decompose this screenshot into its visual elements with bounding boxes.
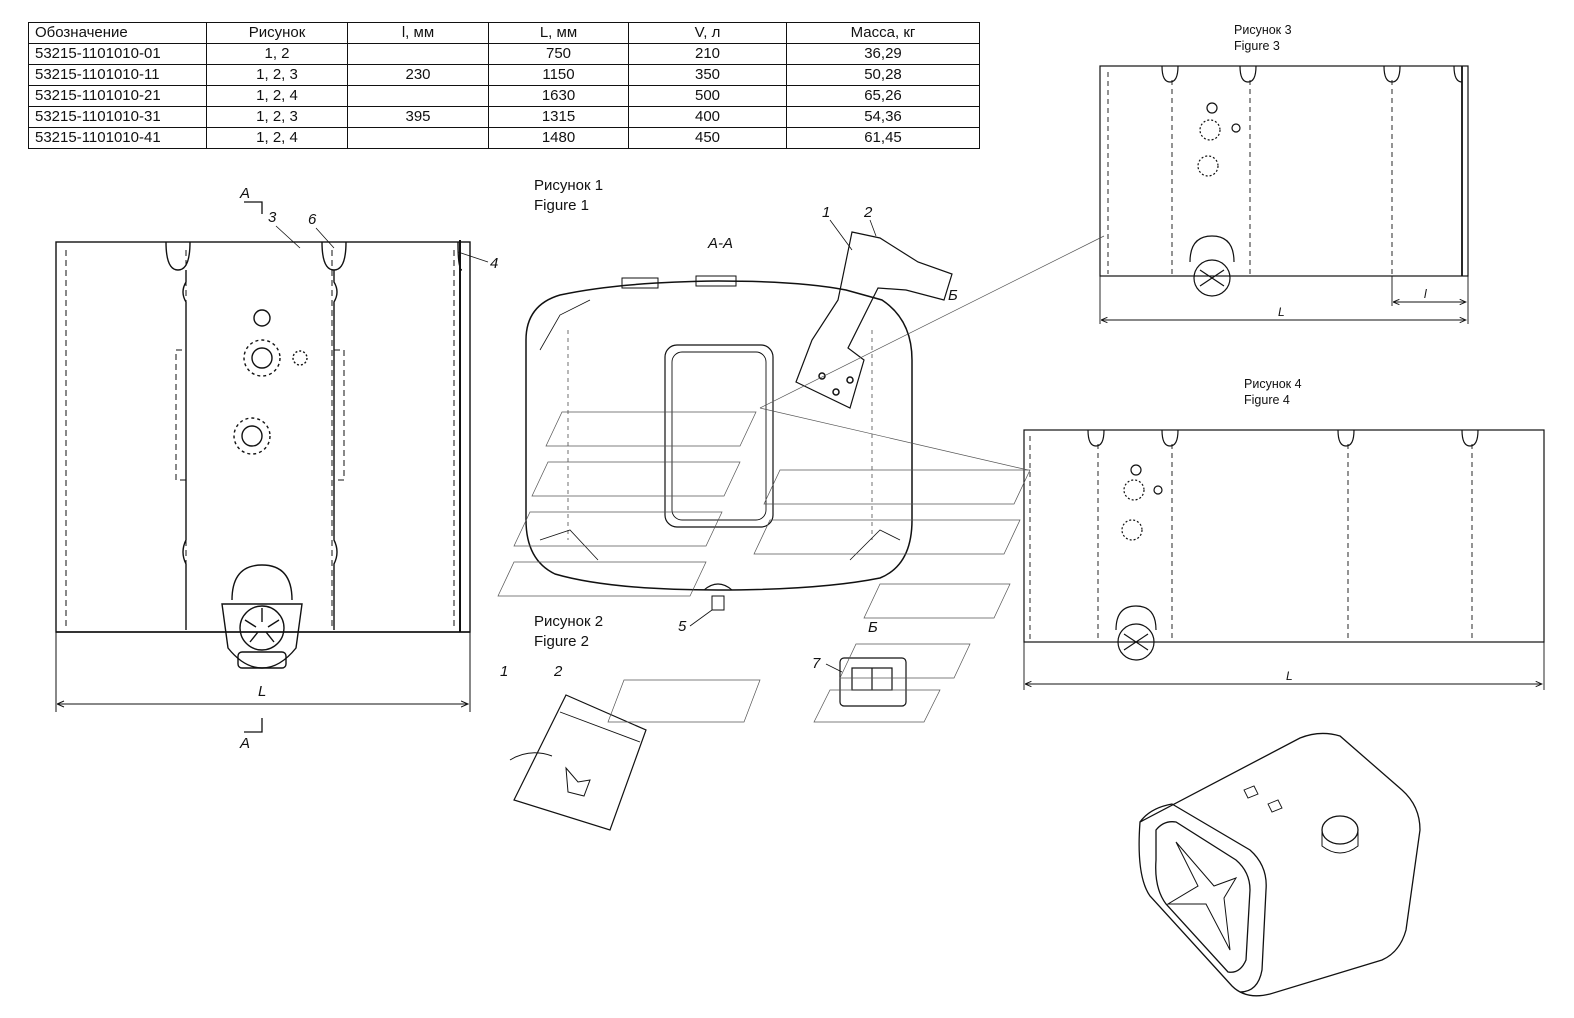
callout-3: 3 xyxy=(268,209,277,226)
cell-mass-kg: 61,45 xyxy=(786,127,980,149)
tank-top-view xyxy=(55,240,471,669)
tank-view-fig3 xyxy=(1099,65,1469,297)
tank-view-fig4 xyxy=(1023,429,1545,661)
section-mark-top: А xyxy=(239,185,250,202)
figure3-caption-en: Figure 3 xyxy=(1234,39,1280,53)
callout-7: 7 xyxy=(812,655,821,672)
table-row: 53215-1101010-21 1, 2, 4 1630 500 65,26 xyxy=(28,85,980,107)
section-title: А-А xyxy=(707,235,733,252)
dimensions-fig3 xyxy=(1099,276,1469,324)
cell-mass-kg: 65,26 xyxy=(786,85,980,107)
leader-lines-section xyxy=(689,219,877,627)
dimension-L-fig4: L xyxy=(1286,669,1293,683)
cell-designation: 53215-1101010-11 xyxy=(28,64,207,86)
cell-length-mm: 1480 xyxy=(488,127,629,149)
callout-5: 5 xyxy=(678,618,687,635)
callout-6: 6 xyxy=(308,211,317,228)
figure4-caption-en: Figure 4 xyxy=(1244,393,1290,407)
callout-1: 1 xyxy=(822,204,830,221)
callout-2-fig2: 2 xyxy=(553,663,563,680)
header-volume-l: V, л xyxy=(628,22,787,44)
dimension-L-fig3: L xyxy=(1278,305,1285,319)
dimension-l-fig3: l xyxy=(1424,287,1427,301)
callout-1-fig2: 1 xyxy=(500,663,508,680)
figure1-caption-en: Figure 1 xyxy=(534,197,589,214)
detail-mark-b: Б xyxy=(868,619,878,636)
table-header-row: Обозначение Рисунок l, мм L, мм V, л Мас… xyxy=(28,22,980,44)
figure2-caption-ru: Рисунок 2 xyxy=(534,613,603,630)
figure4-caption-ru: Рисунок 4 xyxy=(1244,377,1302,391)
detail-mark-b-top: Б xyxy=(948,287,958,304)
figure1-caption-ru: Рисунок 1 xyxy=(534,177,603,194)
leader-lines-main xyxy=(275,225,489,263)
specification-table: Обозначение Рисунок l, мм L, мм V, л Мас… xyxy=(28,22,980,149)
callout-2: 2 xyxy=(863,204,873,221)
cell-figure: 1, 2, 4 xyxy=(206,127,348,149)
dimension-L-main xyxy=(55,632,471,712)
callout-4: 4 xyxy=(490,255,498,272)
cell-volume-l: 450 xyxy=(628,127,787,149)
figure3-caption-ru: Рисунок 3 xyxy=(1234,23,1292,37)
projection-lines xyxy=(497,235,1105,723)
strap-detail-view xyxy=(509,694,647,831)
cell-figure: 1, 2, 3 xyxy=(206,106,348,128)
dimensions-fig4 xyxy=(1023,642,1545,690)
table-row: 53215-1101010-41 1, 2, 4 1480 450 61,45 xyxy=(28,127,980,149)
dimension-L-label: L xyxy=(258,683,266,700)
cell-designation: 53215-1101010-41 xyxy=(28,127,207,149)
section-mark-lines xyxy=(244,201,263,733)
table-row: 53215-1101010-11 1, 2, 3 230 1150 350 50… xyxy=(28,64,980,86)
figure2-caption-en: Figure 2 xyxy=(534,633,589,650)
section-mark-bottom: А xyxy=(239,735,250,752)
tank-section-view xyxy=(525,231,953,611)
clamp-detail xyxy=(825,657,907,707)
tank-isometric-view xyxy=(1138,732,1421,997)
